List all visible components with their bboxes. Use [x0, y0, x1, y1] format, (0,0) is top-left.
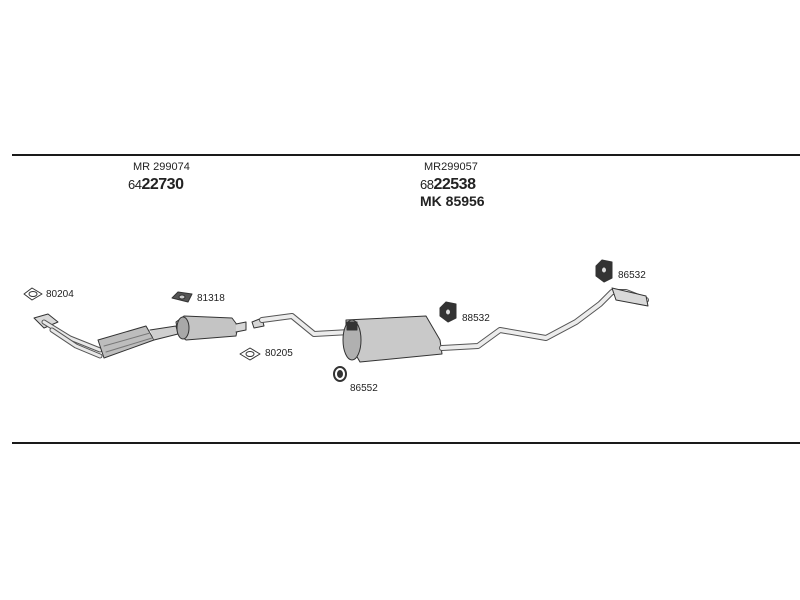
tail-pipe	[439, 287, 649, 351]
main-muffler	[342, 315, 443, 363]
left-section-number: 6422730	[128, 176, 184, 194]
right-number-main: 22538	[433, 176, 476, 193]
part-label-88532: 88532	[462, 313, 490, 324]
pre-muffler	[175, 315, 247, 341]
right-section-code: MK 85956	[420, 193, 485, 209]
right-section-number: 6822538	[420, 176, 476, 194]
bottom-divider-line	[12, 442, 800, 444]
front-pipe-catalyst	[33, 313, 179, 359]
ring-gasket-left-icon	[23, 287, 43, 301]
ring-gasket-mid-icon	[239, 347, 261, 361]
left-section-ref: MR 299074	[133, 161, 190, 173]
left-number-prefix: 64	[128, 177, 142, 192]
left-number-main: 22730	[141, 176, 184, 193]
rubber-hanger-top-left-icon	[171, 291, 193, 303]
part-label-80205: 80205	[265, 348, 293, 359]
part-label-81318: 81318	[197, 293, 225, 304]
intermediate-pipe	[251, 313, 353, 337]
rubber-hanger-center-icon	[439, 301, 457, 323]
part-label-80204: 80204	[46, 289, 74, 300]
right-section-ref: MR299057	[424, 161, 478, 173]
right-number-prefix: 68	[420, 177, 434, 192]
part-label-86532: 86532	[618, 270, 646, 281]
mounting-bracket-icon	[333, 366, 347, 382]
top-divider-line	[12, 154, 800, 156]
rubber-hanger-right-icon	[595, 259, 613, 283]
part-label-86552: 86552	[350, 383, 378, 394]
